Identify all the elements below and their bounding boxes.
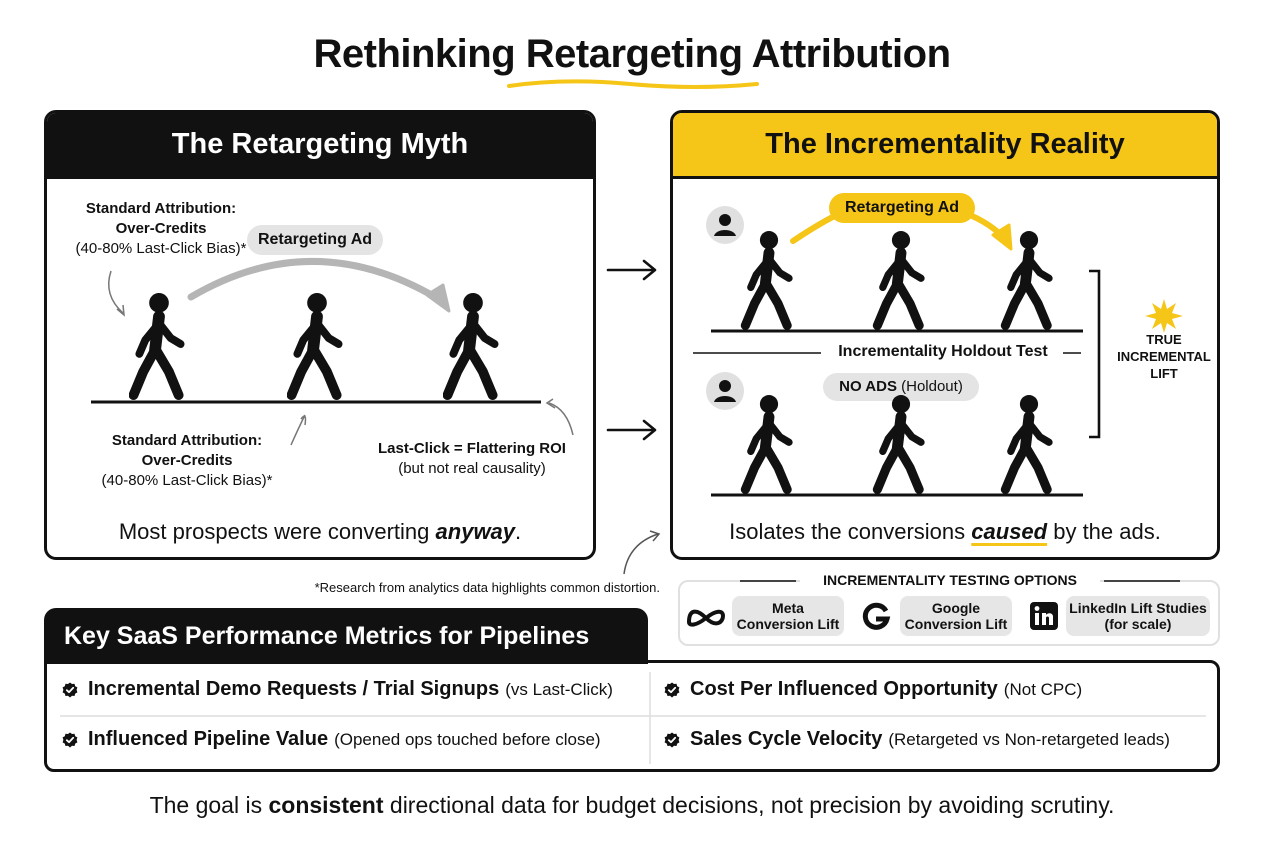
last-click-line1: Last-Click = Flattering ROI [378,440,566,457]
metric-sales-cycle-velocity: Sales Cycle Velocity(Retargeted vs Non-r… [664,728,1170,751]
myth-caption-suffix: . [515,519,522,544]
walker-figure-exposed-1 [739,231,799,331]
conclusion-suffix: directional data for budget decisions, n… [383,792,1115,818]
walker-figure-holdout-1 [739,395,799,495]
reality-caption-emphasis: caused [971,519,1048,544]
panel-connector-arrows [606,259,657,441]
reality-caption: Isolates the conversions caused by the a… [673,519,1217,545]
metric-cost-per-opportunity: Cost Per Influenced Opportunity (Not CPC… [664,678,1082,701]
myth-note-top-line2: Over-Credits [115,220,207,237]
google-option-line1: Google [931,600,981,616]
metric-incremental-demo: Incremental Demo Requests / Trial Signup… [62,678,613,701]
true-lift-label: TRUE INCREMENTAL LIFT [1109,331,1217,382]
testing-options-heading-bg [800,572,1100,588]
holdout-test-label: Incrementality Holdout Test [838,343,1048,360]
linkedin-lift-studies-option: LinkedIn Lift Studies(for scale) [1066,596,1210,636]
walker-figure-exposed-3 [999,231,1059,331]
starburst-icon [1145,299,1183,333]
page-title: Rethinking Retargeting Attribution [313,32,951,76]
walker-figure-holdout-3 [999,395,1059,495]
meta-logo-icon [687,609,725,627]
myth-caption-prefix: Most prospects were converting [118,519,436,544]
myth-caption-emphasis: anyway [435,519,516,544]
reality-panel: The Incrementality Reality Retargeting A… [670,110,1220,560]
conclusion: The goal is consistent directional data … [0,792,1264,819]
reality-retargeting-ad-pill: Retargeting Ad [829,193,975,223]
myth-caption: Most prospects were converting anyway. [47,519,593,545]
true-lift-line3: LIFT [1150,366,1178,381]
myth-note-bottom-line3: (40-80% Last-Click Bias)* [101,472,273,489]
testing-options-heading: INCREMENTALITY TESTING OPTIONS [823,572,1077,588]
walker-figure-3 [443,293,503,401]
metric-label: Incremental Demo Requests / Trial Signup… [88,678,500,700]
myth-panel: The Retargeting Myth Standard Attributio… [44,110,596,560]
no-ads-bold: NO ADS [839,378,897,395]
walker-figure-1 [129,293,189,401]
google-logo-icon [862,602,891,630]
metric-sub: (Not CPC) [1003,679,1083,699]
metrics-heading: Key SaaS Performance Metrics for Pipelin… [44,608,648,664]
metrics-col-divider [649,672,651,764]
metric-sub: (Opened ops touched before close) [334,729,601,749]
reality-caption-suffix: by the ads. [1047,519,1161,544]
metric-pipeline-value: Influenced Pipeline Value(Opened ops tou… [62,728,601,751]
walker-figure-2 [287,293,347,401]
title-underline-accent [507,79,759,89]
myth-note-bottom: Standard Attribution: Over-Credits (40-8… [77,431,297,491]
metric-sub: (vs Last-Click) [505,679,613,699]
metric-label: Influenced Pipeline Value [88,728,329,750]
conclusion-prefix: The goal is [149,792,269,818]
conclusion-bold: consistent [268,792,384,818]
meta-option-line1: Meta [772,600,804,616]
myth-retargeting-ad-pill: Retargeting Ad [247,225,383,255]
last-click-line2: (but not real causality) [398,460,546,477]
check-badge-icon [664,732,680,748]
walker-figure-holdout-2 [871,395,931,495]
true-lift-line1: TRUE [1146,332,1182,347]
myth-note-top: Standard Attribution: Over-Credits (40-8… [61,199,261,259]
testing-options-heading-rules [740,580,1180,582]
metric-sub: (Retargeted vs Non-retargeted leads) [888,729,1170,749]
myth-note-bottom-line1: Standard Attribution: [111,432,263,449]
check-badge-icon [62,682,78,698]
meta-option-line2: Conversion Lift [736,616,840,632]
myth-illustration [91,257,574,446]
true-lift-line2: INCREMENTAL [1117,349,1211,364]
myth-note-top-line1: Standard Attribution: [85,200,237,217]
footnote: *Research from analytics data highlights… [314,580,660,595]
last-click-note: Last-Click = Flattering ROI (but not rea… [357,439,587,479]
no-ads-rest: (Holdout) [896,378,963,395]
reality-heading: The Incrementality Reality [673,113,1217,179]
metric-label: Sales Cycle Velocity [690,728,883,750]
linkedin-option-line2: (for scale) [1104,616,1172,632]
footnote-pointer [623,530,661,575]
linkedin-logo-icon [1030,602,1058,630]
reality-caption-prefix: Isolates the conversions [729,519,972,544]
walker-figure-exposed-2 [871,231,931,331]
metrics-row-divider [60,715,1206,717]
linkedin-option-line1: LinkedIn Lift Studies [1069,600,1207,616]
check-badge-icon [62,732,78,748]
myth-heading: The Retargeting Myth [47,113,593,179]
check-badge-icon [664,682,680,698]
google-option-line2: Conversion Lift [904,616,1008,632]
myth-note-bottom-line2: Over-Credits [141,452,233,469]
myth-note-top-line3: (40-80% Last-Click Bias)* [75,240,247,257]
metric-label: Cost Per Influenced Opportunity [690,678,998,700]
